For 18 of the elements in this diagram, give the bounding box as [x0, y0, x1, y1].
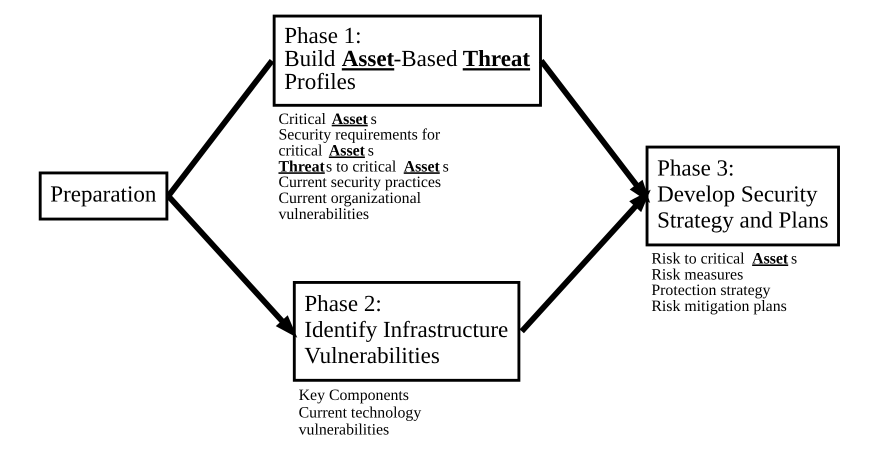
- node-label: Threats to critical Assets: [278, 158, 448, 176]
- node-label: Current technology vulnerabilities: [298, 404, 421, 439]
- connector: [166, 58, 274, 198]
- arrow: [519, 190, 650, 334]
- node-label: Current security practices: [278, 174, 441, 192]
- node-label: Risk mitigation plans: [650, 298, 786, 315]
- node-box: Preparation: [38, 172, 168, 220]
- node-label: Current organizational vulnerabilities: [278, 190, 421, 223]
- arrow: [166, 194, 297, 338]
- node-label: Key Components: [298, 387, 408, 404]
- node-label: Protection strategy: [650, 282, 770, 300]
- node-label: Risk measures: [650, 266, 743, 284]
- node-label: Critical Assets: [278, 110, 376, 128]
- node-box: Phase 3: Develop Security Strategy and Plans: [645, 146, 840, 246]
- node-box: Phase 1: Build Asset-Based Threat Profiles: [272, 14, 542, 107]
- node-box: Phase 2: Identify Infrastructure Vulnerabilities: [292, 280, 520, 382]
- arrow: [538, 58, 650, 203]
- node-label: Risk to critical Assets: [650, 250, 797, 268]
